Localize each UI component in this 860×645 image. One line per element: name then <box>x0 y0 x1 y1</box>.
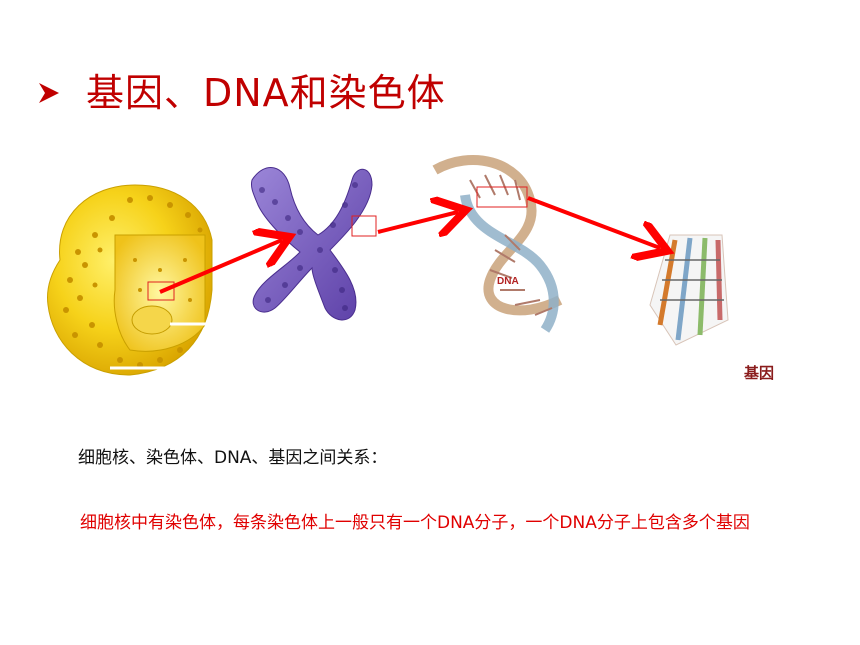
title-row: 基因、DNA和染色体 <box>36 74 446 112</box>
gene-segment-icon <box>649 234 729 346</box>
chromosome-icon <box>251 167 377 321</box>
gene-label: 基因 <box>744 364 775 382</box>
arrows <box>159 196 660 294</box>
question-text: 细胞核、染色体、DNA、基因之间关系： <box>78 448 388 468</box>
page-title: 基因、DNA和染色体 <box>86 71 446 115</box>
bullet-arrow-icon <box>39 83 59 103</box>
dna-helix-icon <box>432 155 563 333</box>
arrow-dna-to-gene <box>527 196 660 248</box>
illustration <box>47 155 729 376</box>
arrow-chromosome-to-dna <box>377 212 458 232</box>
cell-nucleus-icon <box>47 184 213 376</box>
answer-text: 细胞核中有染色体，每条染色体上一般只有一个DNA分子，一个DNA分子上包含多个基… <box>80 513 750 533</box>
dna-label: DNA <box>497 276 519 287</box>
arrow-nucleus-to-chromosome <box>159 240 282 294</box>
